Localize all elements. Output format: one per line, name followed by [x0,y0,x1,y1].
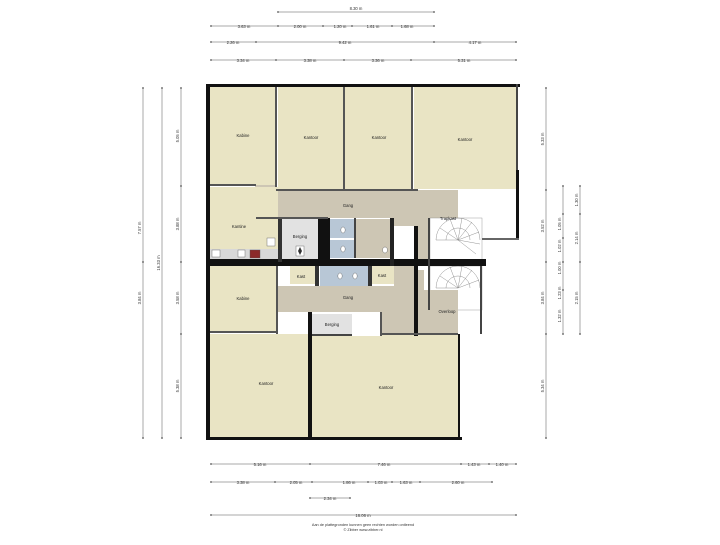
toilet-icon [352,272,358,280]
label-kantoor-2: Kantoor [372,135,387,140]
dim-bottom: 1.03 m [375,480,388,485]
dim-right: 1.02 m [557,239,562,252]
dim-right: 1.32 m [557,309,562,322]
dim-right: 2.15 m [574,291,579,304]
dim-bottom: 2.34 m [324,496,337,501]
dim-right: 5.34 m [540,379,545,392]
corridor-top [255,185,458,262]
room-kantoor-4 [210,334,308,438]
dim-bottom: 2.60 m [452,480,465,485]
room-kantoor-5 [312,334,458,438]
dim-bottom: 1.40 m [496,462,509,467]
room-kabine-mid [210,266,276,332]
dim-right: 1.00 m [557,261,562,274]
dim-bottom: 3.38 m [237,480,250,485]
dim-left: 3.84 m [137,291,142,304]
dim-left: 3.58 m [175,291,180,304]
toilet-icon [340,245,346,253]
dim-bottom-total: 16.06 m [355,513,371,518]
dim-top: 1.61 m [367,24,380,29]
dimensions-left [142,88,182,438]
dim-bottom: 1.86 m [343,480,356,485]
dimensions-right [545,88,581,438]
label-overloop: Overloop [439,309,457,314]
dim-top: 1.68 m [401,24,414,29]
dim-right: 1.30 m [574,193,579,206]
dim-bottom: 5.16 m [254,462,267,467]
dim-top: 2.00 m [294,24,307,29]
dim-right: 3.84 m [540,291,545,304]
dim-top: 2.26 m [227,40,240,45]
label-kantoor-4: Kantoor [259,381,274,386]
dim-left: 5.05 m [175,129,180,142]
cabinet-icon [266,237,276,247]
dimensions-top [211,11,516,61]
label-kabine-top: Kabine [236,133,250,138]
dim-bottom: 2.05 m [290,480,303,485]
label-kantoor-3: Kantoor [458,137,473,142]
footer-credit: © Zibber www.zibber.nl [344,528,383,532]
dim-right: 1.05 m [557,217,562,230]
label-trapkast: Trapkast [440,216,457,221]
toilet-icon [340,226,346,234]
dim-top: 3.63 m [238,24,251,29]
dim-right: 1.23 m [557,286,562,299]
dim-left-total: 16.33 m [156,255,161,271]
sink-icon [382,246,388,254]
dim-top: 5.31 m [458,58,471,63]
label-berging-top: Berging [293,234,308,239]
appliance-icon [237,249,246,258]
dim-top: 3.38 m [304,58,317,63]
label-kabine-mid: Kabine [236,296,250,301]
room-kast-2 [372,266,394,284]
dim-right: 3.52 m [540,219,545,232]
room-fills [210,87,518,438]
toilet-bottom [320,266,368,286]
dim-right: 2.14 m [574,231,579,244]
room-kantoor-1 [278,87,343,189]
room-labels: Kabine Kantoor Kantoor Kantoor Gang Kant… [232,133,473,390]
label-kast-1: Kast [297,274,306,279]
dim-top: 3.34 m [237,58,250,63]
spiral-stair-top [435,217,481,255]
dim-bottom: 1.63 m [400,480,413,485]
dim-top: 3.36 m [372,58,385,63]
stove-icon [249,249,261,259]
label-kantoor-5: Kantoor [379,385,394,390]
dim-left: 7.57 m [137,221,142,234]
sink-icon [211,249,221,258]
room-kantoor-2 [345,87,412,189]
walls [206,84,520,440]
dim-top: 9.42 m [339,40,352,45]
label-berging-bottom: Berging [325,322,340,327]
dim-left: 5.38 m [175,379,180,392]
dim-right: 5.33 m [540,132,545,145]
room-kantoor-3 [414,87,518,189]
boiler-flame-icon [298,247,302,255]
dim-top: 4.17 m [469,40,482,45]
label-gang-top: Gang [343,203,354,208]
footer-disclaimer: Aan de plattegronden kunnen geen rechten… [312,523,414,527]
dim-bottom: 1.43 m [468,462,481,467]
label-gang-bottom: Gang [343,295,354,300]
room-kabine-top [210,87,276,185]
toilet-icon [337,272,343,280]
label-kast-2: Kast [378,273,387,278]
label-kantoor-1: Kantoor [304,135,319,140]
room-berging-bottom [312,314,352,334]
label-kantine: Kantine [232,224,247,229]
dim-top-total: 8.30 m [350,6,363,11]
room-kast-1 [290,266,315,284]
corridor-bottom [276,266,458,334]
dim-top: 1.20 m [334,24,347,29]
dim-left: 3.88 m [175,217,180,230]
dim-bottom: 7.46 m [378,462,391,467]
dimensions-bottom [211,463,516,516]
